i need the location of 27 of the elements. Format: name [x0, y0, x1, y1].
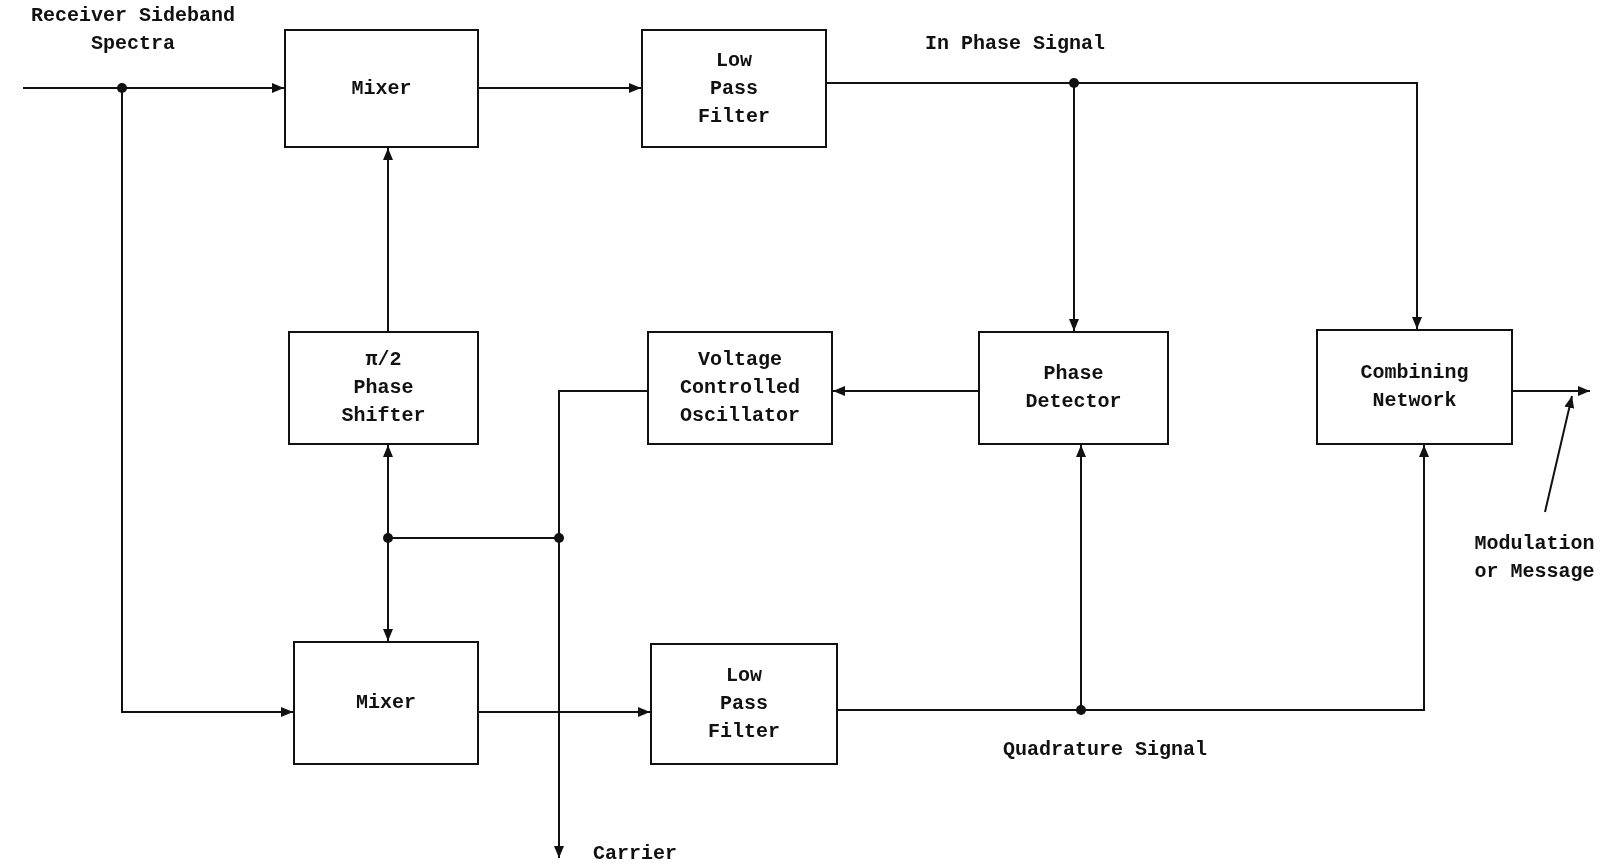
block-label: Mixer [350, 75, 413, 102]
block-label: Phase Detector [1024, 361, 1123, 415]
signal-arrow [1512, 386, 1591, 396]
block-box [284, 29, 479, 148]
signal-label: Carrier [592, 841, 678, 867]
block-box [641, 29, 827, 148]
signal-label: Receiver Sideband Spectra [29, 3, 236, 57]
block-label: π/2 Phase Shifter [340, 347, 427, 429]
block-box [978, 331, 1169, 445]
signal-arrow [383, 147, 393, 332]
block-label: Mixer [355, 690, 417, 716]
signal-label: Quadrature Signal [1001, 737, 1208, 763]
signal-arrow [478, 83, 642, 93]
block-box [293, 641, 479, 765]
signal-label: In Phase Signal [924, 31, 1106, 57]
block-label: Combining Network [1359, 360, 1470, 414]
block-label: Low Pass Filter [707, 663, 781, 745]
signal-arrow [832, 386, 979, 396]
output-label: Modulation or Message [1473, 531, 1596, 585]
block-box [1316, 329, 1513, 445]
signal-arrow [478, 707, 651, 717]
block-box [288, 331, 479, 445]
leader-line [1544, 395, 1575, 513]
block-label: Voltage Controlled Oscillator [679, 347, 801, 429]
block-label: Low Pass Filter [697, 47, 771, 130]
block-box [647, 331, 833, 445]
block-box [650, 643, 838, 765]
